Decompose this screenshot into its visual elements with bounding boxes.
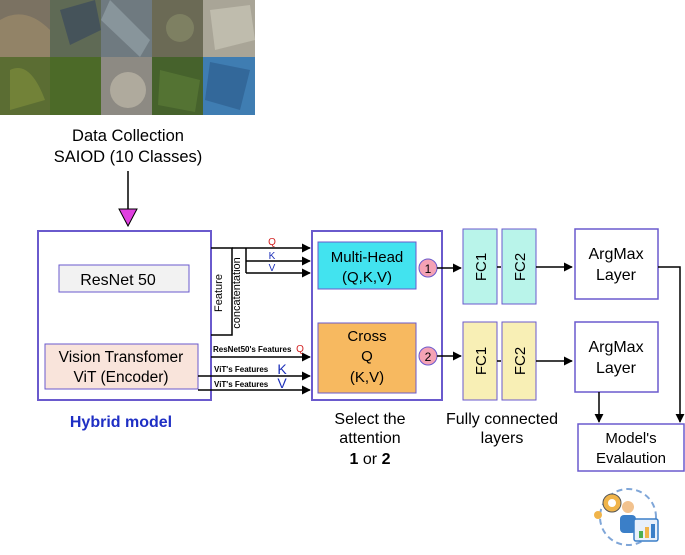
attention-option-1: 1	[350, 451, 359, 468]
feature-concat-label-line1: Feature	[213, 274, 225, 312]
attention-or: or	[358, 451, 381, 468]
fc2-bottom-label: FC2	[512, 347, 529, 375]
satellite-image-grid	[0, 0, 255, 115]
v2-label: V	[277, 375, 287, 391]
cross-attention-box	[317, 322, 417, 394]
fc-caption-line2: layers	[481, 430, 524, 447]
hybrid-model-caption: Hybrid model	[70, 414, 172, 431]
q-label: Q	[268, 237, 276, 248]
vit-features-label-1: ViT's Features	[214, 365, 269, 374]
model-evaluation-box	[577, 423, 685, 472]
argmax-top-to-eval-arrow	[658, 266, 685, 423]
attention-caption-line3: 1 or 2	[350, 451, 391, 468]
multi-head-label-line1: Multi-Head	[331, 249, 404, 266]
attention-caption-line1: Select the	[334, 411, 405, 428]
vit-label-line2: ViT (Encoder)	[73, 369, 168, 386]
option-2-number: 2	[425, 350, 432, 364]
attention-option-2: 2	[382, 451, 391, 468]
concat-connector	[211, 247, 233, 336]
vit-label-line1: Vision Transfomer	[59, 349, 184, 366]
resnet-box	[58, 264, 190, 293]
feature-concat-label-line2: concatentation	[231, 257, 243, 329]
resnet-features-q-label: Q	[296, 344, 304, 355]
resnet-label: ResNet 50	[80, 272, 156, 289]
option-1-number: 1	[425, 262, 432, 276]
v-label: V	[269, 263, 276, 274]
evaluation-line1: Model's	[605, 430, 656, 447]
multi-head-label-line2: (Q,K,V)	[342, 269, 392, 286]
argmax-top-line1: ArgMax	[588, 246, 643, 263]
attention-caption-line2: attention	[339, 430, 400, 447]
fc2-top-label: FC2	[512, 253, 529, 281]
fc1-bottom-label: FC1	[473, 347, 490, 375]
model-evaluation-icon	[594, 488, 659, 546]
fc-caption-line1: Fully connected	[446, 411, 558, 428]
fc1-top-label: FC1	[473, 253, 490, 281]
argmax-bottom-box	[574, 321, 659, 393]
vit-features-label-2: ViT's Features	[214, 380, 269, 389]
argmax-top-box	[574, 228, 659, 300]
vit-box	[44, 343, 199, 390]
dataset-name: SAIOD (10 Classes)	[54, 148, 203, 166]
fc2-top-box	[501, 228, 537, 305]
argmax-bottom-line2: Layer	[596, 360, 637, 377]
evaluation-line2: Evalaution	[596, 450, 666, 467]
argmax-bottom-line1: ArgMax	[588, 339, 643, 356]
multi-head-attention-box	[317, 241, 417, 290]
resnet-features-label: ResNet50's Features	[213, 345, 292, 354]
argmax-top-line2: Layer	[596, 267, 637, 284]
cross-label-line1: Cross	[347, 328, 386, 345]
k-label: K	[269, 251, 276, 262]
fc1-top-box	[462, 228, 498, 305]
magenta-arrowhead	[118, 208, 138, 228]
cross-label-line2: Q	[361, 348, 373, 365]
k2-label: K	[277, 361, 287, 377]
cross-label-line3: (K,V)	[350, 369, 384, 386]
data-collection-title: Data Collection	[72, 127, 184, 145]
